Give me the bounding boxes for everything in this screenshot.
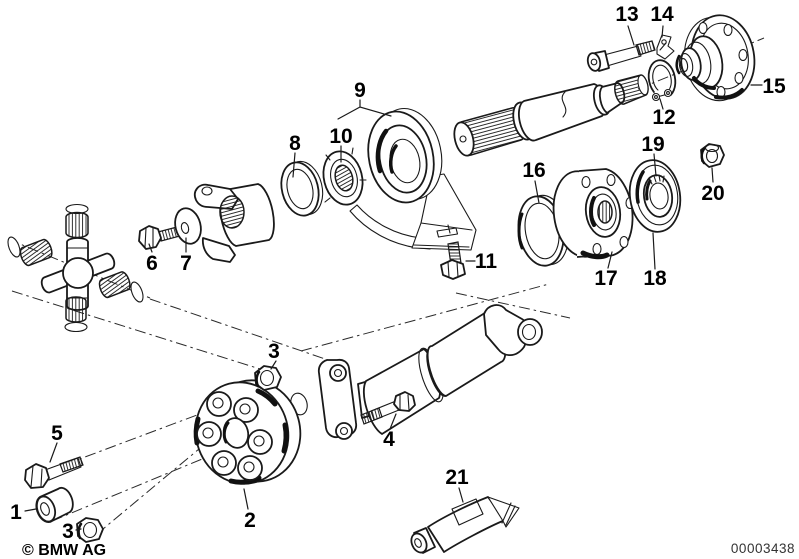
callout-3a: 3 xyxy=(268,340,280,363)
callout-15: 15 xyxy=(762,75,786,98)
washer-7 xyxy=(174,207,202,245)
nut-3-upper xyxy=(254,365,282,391)
callout-11: 11 xyxy=(475,250,498,273)
bolt-4 xyxy=(360,391,416,425)
callout-8: 8 xyxy=(289,132,301,155)
callout-2: 2 xyxy=(244,509,256,532)
callout-13: 13 xyxy=(615,3,638,26)
callout-14: 14 xyxy=(650,3,674,26)
bolt-6 xyxy=(138,225,181,250)
lock-plate-14 xyxy=(656,34,675,60)
callout-leaders xyxy=(24,25,763,531)
cover-18 xyxy=(628,159,682,233)
callout-6: 6 xyxy=(146,252,158,275)
bolt-5 xyxy=(24,456,84,489)
disc-bushings xyxy=(196,391,273,481)
cv-joint-17 xyxy=(552,168,635,260)
callout-5: 5 xyxy=(51,422,63,445)
flange-15 xyxy=(675,14,756,102)
callout-7: 7 xyxy=(180,252,192,275)
callout-16: 16 xyxy=(522,159,545,182)
snap-ring-12 xyxy=(647,59,677,105)
seal-16 xyxy=(517,194,570,267)
bearing-10 xyxy=(322,147,367,206)
spacer-1 xyxy=(35,486,74,523)
nut-3-lower xyxy=(76,517,104,543)
callout-19: 19 xyxy=(641,133,664,156)
drive-shaft xyxy=(453,74,649,157)
callout-3b: 3 xyxy=(62,520,74,543)
universal-joint xyxy=(7,203,144,333)
retaining-ring-19 xyxy=(648,174,665,185)
callout-17: 17 xyxy=(594,267,617,290)
bolt-11 xyxy=(440,241,466,280)
yoke xyxy=(194,183,275,263)
callout-21: 21 xyxy=(445,466,469,489)
callout-10: 10 xyxy=(329,125,352,148)
callout-labels: 1 2 3 3 4 5 6 7 8 9 10 11 12 13 14 15 16… xyxy=(10,3,786,543)
nut-20 xyxy=(700,143,725,168)
callout-18: 18 xyxy=(643,267,667,290)
bolt-13 xyxy=(586,40,656,72)
callout-4: 4 xyxy=(383,428,395,451)
flex-disc-2 xyxy=(193,379,302,485)
copyright-watermark: © BMW AG xyxy=(22,542,106,559)
front-propshaft xyxy=(290,304,543,440)
center-bearing-9 xyxy=(349,107,477,251)
callout-20: 20 xyxy=(701,182,724,205)
image-number: 00003438 xyxy=(731,541,795,556)
grease-tube-21 xyxy=(410,496,520,554)
callout-9: 9 xyxy=(354,79,366,102)
callout-12: 12 xyxy=(652,106,675,129)
ring-8 xyxy=(280,160,324,217)
bracket-slot xyxy=(436,227,459,238)
callout-1: 1 xyxy=(10,501,22,524)
